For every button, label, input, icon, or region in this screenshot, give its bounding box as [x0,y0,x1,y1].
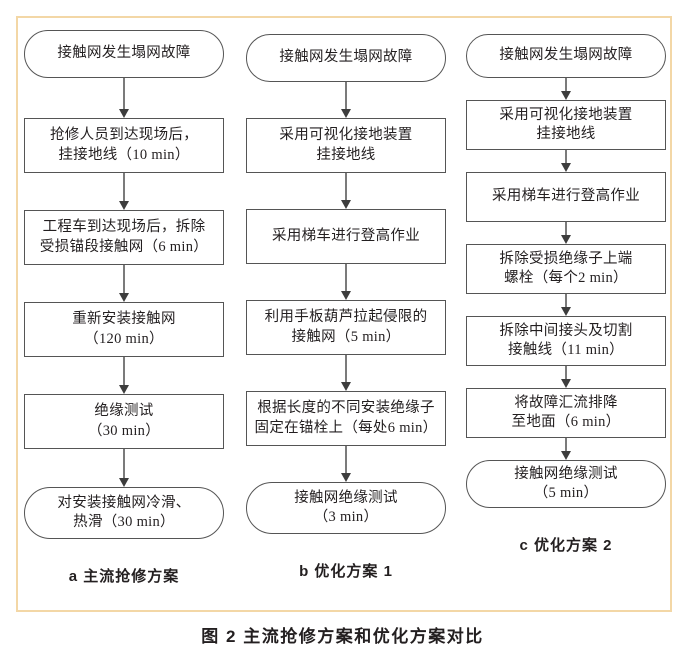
flow-terminal-c-6: 接触网绝缘测试 （5 min） [466,460,666,508]
flow-process-a-2: 工程车到达现场后，拆除 受损锚段接触网（6 min） [24,210,224,265]
flow-process-a-1: 抢修人员到达现场后， 挂接地线（10 min） [24,118,224,173]
arrow-shaft [565,150,567,164]
flow-node-label: 接触网绝缘测试 （3 min） [294,489,398,525]
arrow-shaft [123,265,125,294]
arrow-head-icon [118,478,129,487]
flow-terminal-a-5: 对安装接触网冷滑、 热滑（30 min） [24,487,224,539]
flow-process-a-3: 重新安装接触网 （120 min） [24,302,224,357]
flow-process-b-2: 采用梯车进行登高作业 [246,209,446,264]
arrow-head-icon [340,473,351,482]
flow-node-label: 采用梯车进行登高作业 [492,188,640,205]
arrow-head-icon [340,291,351,300]
arrow-shaft [565,78,567,92]
flow-process-c-4: 拆除中间接头及切割 接触线（11 min） [466,316,666,366]
arrow-head-icon [560,379,571,388]
arrow-shaft [565,294,567,308]
flow-arrow-a-2 [118,265,130,302]
flow-arrow-a-3 [118,357,130,394]
flow-node-label: 拆除受损绝缘子上端 螺栓（每个2 min） [499,250,633,286]
flow-node-label: 工程车到达现场后，拆除 受损锚段接触网（6 min） [39,219,209,255]
arrow-head-icon [118,293,129,302]
flow-node-label: 接触网发生塌网故障 [279,49,413,66]
flow-arrow-c-1 [560,150,572,172]
flow-process-c-3: 拆除受损绝缘子上端 螺栓（每个2 min） [466,244,666,294]
column-caption-b: b 优化方案 1 [299,563,393,580]
flow-node-label: 对安装接触网冷滑、 热滑（30 min） [57,494,191,530]
flow-arrow-a-0 [118,78,130,118]
flow-process-c-5: 将故障汇流排降 至地面（6 min） [466,388,666,438]
flow-process-c-1: 采用可视化接地装置 挂接地线 [466,100,666,150]
arrow-shaft [565,222,567,236]
flow-node-label: 绝缘测试 （30 min） [87,403,161,439]
flow-terminal-c-0: 接触网发生塌网故障 [466,34,666,78]
figure-frame: 接触网发生塌网故障抢修人员到达现场后， 挂接地线（10 min） 工程车到达现场后… [16,16,672,612]
arrow-shaft [345,355,347,383]
arrow-shaft [565,366,567,380]
arrow-head-icon [340,200,351,209]
arrow-shaft [345,264,347,292]
flow-arrow-c-3 [560,294,572,316]
flow-process-a-4: 绝缘测试 （30 min） [24,394,224,449]
flow-node-label: 重新安装接触网 （120 min） [72,311,176,347]
arrow-head-icon [118,109,129,118]
flow-arrow-c-5 [560,438,572,460]
flow-arrow-b-1 [340,173,352,209]
arrow-shaft [123,173,125,202]
flow-terminal-b-5: 接触网绝缘测试 （3 min） [246,482,446,534]
arrow-shaft [123,357,125,386]
figure-caption: 图 2 主流抢修方案和优化方案对比 [201,627,484,646]
flow-arrow-a-4 [118,449,130,487]
flow-node-label: 接触网绝缘测试 （5 min） [514,465,618,501]
flow-arrow-b-2 [340,264,352,300]
arrow-head-icon [560,91,571,100]
arrow-head-icon [340,109,351,118]
flow-process-b-3: 利用手板葫芦拉起侵限的 接触网（5 min） [246,300,446,355]
arrow-shaft [123,78,125,110]
flow-arrow-c-0 [560,78,572,100]
flow-arrow-b-4 [340,446,352,482]
arrow-head-icon [118,201,129,210]
flow-node-label: 接触网发生塌网故障 [499,47,633,64]
arrow-shaft [345,446,347,474]
flow-node-label: 采用可视化接地装置 挂接地线 [499,106,633,142]
flow-node-label: 拆除中间接头及切割 接触线（11 min） [499,322,633,358]
flow-node-label: 根据长度的不同安装绝缘子 固定在锚栓上（每处6 min） [254,400,438,436]
arrow-shaft [123,449,125,479]
flow-process-c-2: 采用梯车进行登高作业 [466,172,666,222]
arrow-head-icon [340,382,351,391]
flow-node-label: 抢修人员到达现场后， 挂接地线（10 min） [50,127,198,163]
flow-node-label: 接触网发生塌网故障 [57,45,191,62]
column-caption-c: c 优化方案 2 [519,537,613,554]
flow-terminal-b-0: 接触网发生塌网故障 [246,34,446,82]
flow-node-label: 利用手板葫芦拉起侵限的 接触网（5 min） [264,309,428,345]
flow-terminal-a-0: 接触网发生塌网故障 [24,30,224,78]
flow-arrow-a-1 [118,173,130,210]
flow-node-label: 采用可视化接地装置 挂接地线 [279,127,413,163]
flow-process-b-1: 采用可视化接地装置 挂接地线 [246,118,446,173]
flow-arrow-b-0 [340,82,352,118]
column-caption-a: a 主流抢修方案 [68,568,180,585]
arrow-head-icon [118,385,129,394]
arrow-shaft [345,173,347,201]
flow-arrow-c-2 [560,222,572,244]
arrow-head-icon [560,235,571,244]
flow-arrow-b-3 [340,355,352,391]
arrow-head-icon [560,307,571,316]
arrow-shaft [565,438,567,452]
arrow-head-icon [560,451,571,460]
flow-process-b-4: 根据长度的不同安装绝缘子 固定在锚栓上（每处6 min） [246,391,446,446]
flow-node-label: 采用梯车进行登高作业 [272,227,420,244]
flow-arrow-c-4 [560,366,572,388]
arrow-shaft [345,82,347,110]
flow-node-label: 将故障汇流排降 至地面（6 min） [511,394,621,430]
arrow-head-icon [560,163,571,172]
